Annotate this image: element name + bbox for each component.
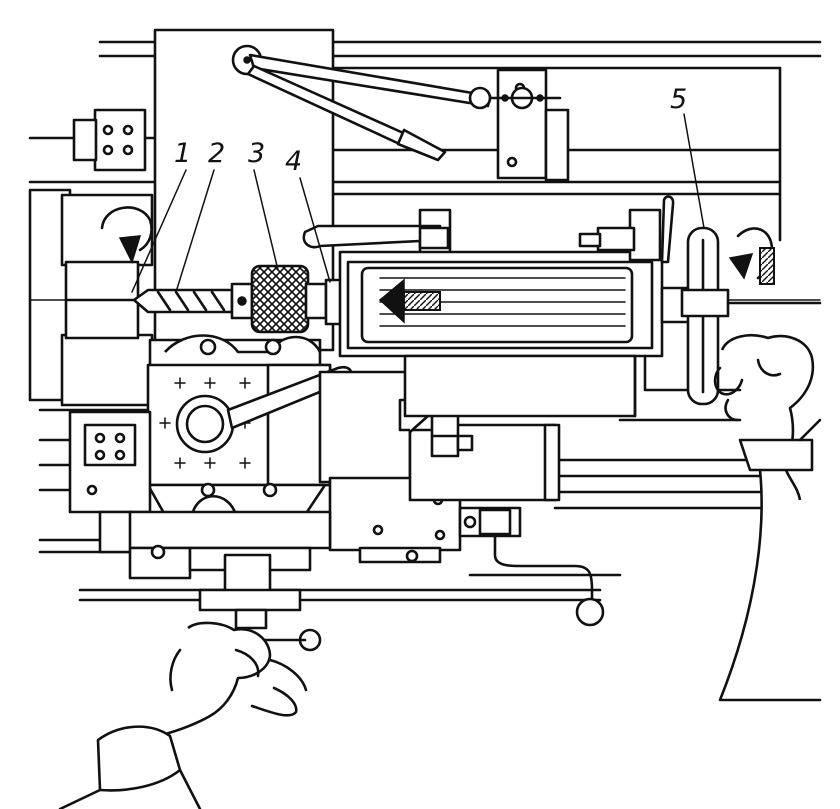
callout-1-label: 1 (174, 138, 191, 169)
spindle-rotation-arrow (100, 206, 153, 265)
tailstock (338, 195, 742, 418)
callout-2-label: 2 (208, 138, 225, 169)
callout-5-label: 5 (670, 84, 687, 115)
headstock-chuck (28, 108, 154, 407)
left-hand (58, 621, 308, 809)
tailstock-handwheel (680, 226, 822, 406)
drill-chuck (230, 264, 328, 334)
carriage-apron (68, 410, 332, 667)
callout-leaders (131, 113, 705, 293)
callout-3-label: 3 (248, 138, 265, 169)
right-hand (713, 334, 822, 702)
callout-4-label: 4 (285, 146, 302, 177)
tool-post (146, 334, 353, 517)
